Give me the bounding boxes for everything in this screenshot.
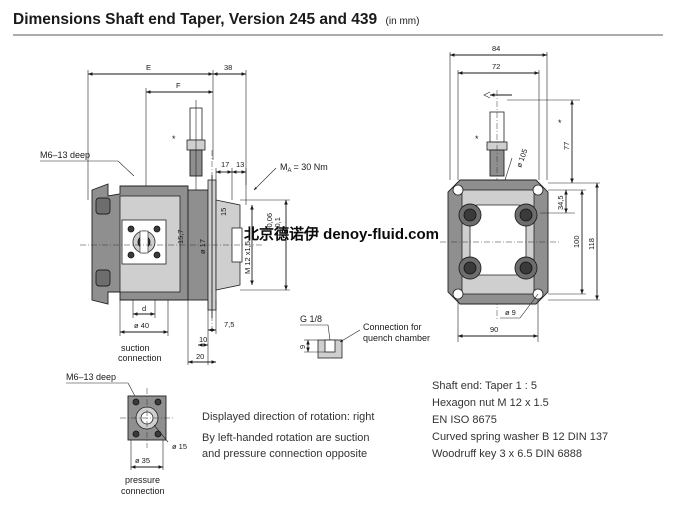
dim-m12: M 12 x1,5 xyxy=(243,241,252,274)
note-right-3: EN ISO 8675 xyxy=(432,414,497,426)
note-left-3: and pressure connection opposite xyxy=(202,448,367,460)
dim-9-side: 9 xyxy=(298,345,307,349)
dim-phi-15: ø 15 xyxy=(172,442,187,451)
dim-118: 118 xyxy=(587,238,596,250)
note-right-2: Hexagon nut M 12 x 1.5 xyxy=(432,397,549,409)
dim-38: 38 xyxy=(224,63,232,72)
dim-100: 100 xyxy=(572,235,581,248)
watermark-text: 北京德诺伊 denoy-fluid.com xyxy=(244,225,439,243)
note-right-5: Woodruff key 3 x 6.5 DIN 6888 xyxy=(432,448,582,460)
dim-20: 20 xyxy=(196,352,204,361)
pressure-label-1: pressure xyxy=(125,475,160,485)
dim-phi-35: ø 35 xyxy=(135,456,150,465)
suction-label-1: suction xyxy=(121,343,150,353)
dim-phi-9: ø 9 xyxy=(505,308,516,317)
note-right-4: Curved spring washer B 12 DIN 137 xyxy=(432,431,608,443)
pressure-view: M6–13 deep ø 15 ø 35 pressure connection xyxy=(66,372,187,496)
quench-label-2: quench chamber xyxy=(363,333,430,343)
star-note-front: * xyxy=(475,134,479,144)
thread-label-bottom: M6–13 deep xyxy=(66,372,116,382)
dim-13: 13 xyxy=(236,160,244,169)
tol-lower: -0,1 xyxy=(273,217,282,230)
dim-phi-17: ø 17 xyxy=(198,239,207,254)
quench-label-1: Connection for xyxy=(363,322,422,332)
dim-d: d xyxy=(142,304,146,313)
star-note-left: * xyxy=(172,134,176,144)
dim-f: F xyxy=(176,81,181,90)
suction-label-2: connection xyxy=(118,353,162,363)
dim-15-7: 15,7 xyxy=(176,229,185,244)
page-title: Dimensions Shaft end Taper, Version 245 … xyxy=(13,11,419,28)
dim-72: 72 xyxy=(492,62,500,71)
note-left-2: By left-handed rotation are suction xyxy=(202,432,370,444)
dim-90: 90 xyxy=(490,325,498,334)
dim-e: E xyxy=(146,63,151,72)
quench-detail: G 1/8 9 Connection for quench chamber xyxy=(298,314,430,359)
dim-phi-40: ø 40 xyxy=(134,321,149,330)
note-left-1: Displayed direction of rotation: right xyxy=(202,411,374,423)
dim-34-5: 34,5 xyxy=(556,195,565,210)
dim-17: 17 xyxy=(221,160,229,169)
pressure-label-2: connection xyxy=(121,486,165,496)
tol-upper: -0,06 xyxy=(265,213,274,230)
dim-7-5: 7,5 xyxy=(224,320,234,329)
rotation-notes: Displayed direction of rotation: right B… xyxy=(202,411,374,460)
side-view: E 38 F M6–13 deep * xyxy=(40,63,328,365)
star-note-right: * xyxy=(558,118,562,128)
g-thread: G 1/8 xyxy=(300,314,322,324)
dim-15: 15 xyxy=(219,208,228,216)
note-right-1: Shaft end: Taper 1 : 5 xyxy=(432,380,537,392)
spec-notes: Shaft end: Taper 1 : 5 Hexagon nut M 12 … xyxy=(432,380,608,460)
thread-label-top: M6–13 deep xyxy=(40,150,90,160)
dim-phi-105: ø 105 xyxy=(514,148,529,169)
dim-77: 77 xyxy=(562,142,571,150)
dim-84: 84 xyxy=(492,44,500,53)
front-view: 84 72 * * 77 xyxy=(440,44,600,342)
tightening-torque: MA= 30 Nm xyxy=(280,162,328,174)
dim-10: 10 xyxy=(199,335,207,344)
